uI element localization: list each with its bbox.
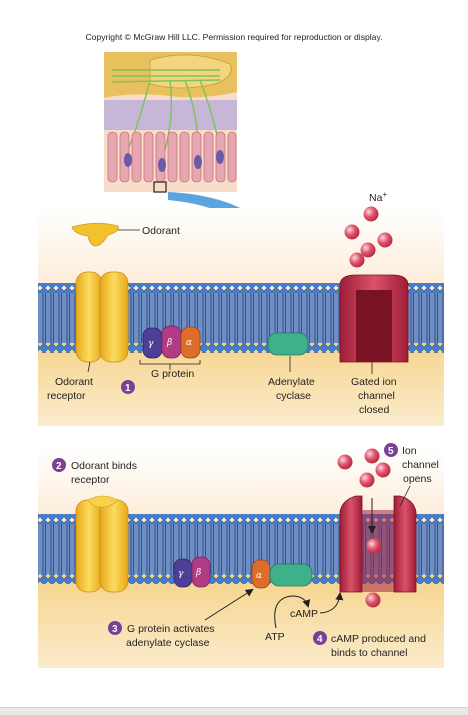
adenylate-cyclase <box>267 332 309 356</box>
step-5-number: 5 <box>388 446 394 457</box>
gamma-subunit-label-2: γ <box>178 569 184 579</box>
bottom-divider <box>0 707 468 715</box>
adenylate-cyclase-label-1: Adenylate <box>268 376 315 388</box>
panel-2-activated: 2 Odorant binds receptor γ β α 3 G prote… <box>38 443 444 668</box>
step-5-label-1: Ion <box>402 445 417 457</box>
adenylate-cyclase-label-2: cyclase <box>276 390 311 402</box>
step-4-badge <box>313 631 327 645</box>
step-2-label-2: receptor <box>71 474 110 486</box>
step-5-badge <box>384 443 398 457</box>
beta-subunit-label: β <box>166 338 172 348</box>
odorant-receptor <box>75 271 129 363</box>
copyright-notice: Copyright © McGraw Hill LLC. Permission … <box>85 32 383 42</box>
step-3-number: 3 <box>112 624 118 635</box>
odorant-receptor-label-1: Odorant <box>55 376 93 388</box>
step-4-label-2: binds to channel <box>331 647 407 659</box>
alpha-subunit-label-2: α <box>256 571 262 581</box>
step-5-label-3: opens <box>403 473 432 485</box>
alpha-subunit-label: α <box>186 338 192 348</box>
step-3-badge <box>108 621 122 635</box>
odorant-receptor-bound <box>75 495 129 593</box>
g-protein-beta-gamma: γ β <box>173 556 211 588</box>
panel-1-resting: Odorant γ β α G protein Adenylate cyclas… <box>38 190 444 426</box>
odorant-receptor-label-2: receptor <box>47 390 86 402</box>
gamma-subunit-label: γ <box>148 339 154 349</box>
odorant-label: Odorant <box>142 225 180 237</box>
sodium-label: Na+ <box>369 190 387 204</box>
step-4-label-1: cAMP produced and <box>331 633 426 645</box>
sodium-ions-flowing <box>337 448 391 608</box>
step-2-label-1: Odorant binds <box>71 460 137 472</box>
atp-label: ATP <box>265 631 285 643</box>
camp-label: cAMP <box>290 608 318 620</box>
step-1-badge <box>121 380 135 394</box>
g-protein-label: G protein <box>151 368 194 380</box>
olfactory-epithelium-inset <box>104 52 237 193</box>
gated-channel-label-2: channel <box>358 390 395 402</box>
step-3-label-2: adenylate cyclase <box>126 637 210 649</box>
step-5-label-2: channel <box>402 459 439 471</box>
sodium-ions <box>344 206 393 268</box>
gated-channel-label-1: Gated ion <box>351 376 397 388</box>
step-2-number: 2 <box>56 461 62 472</box>
g-protein: γ β α <box>142 325 201 359</box>
odorant-molecule <box>71 222 119 247</box>
gated-ion-channel-closed <box>339 274 409 363</box>
beta-subunit-label-2: β <box>195 568 201 578</box>
step-2-badge <box>52 458 66 472</box>
step-4-number: 4 <box>317 634 323 645</box>
adenylate-cyclase-active <box>269 563 313 587</box>
gated-channel-label-3: closed <box>359 404 390 416</box>
step-3-label-1: G protein activates <box>127 623 215 635</box>
step-1-number: 1 <box>125 383 131 394</box>
